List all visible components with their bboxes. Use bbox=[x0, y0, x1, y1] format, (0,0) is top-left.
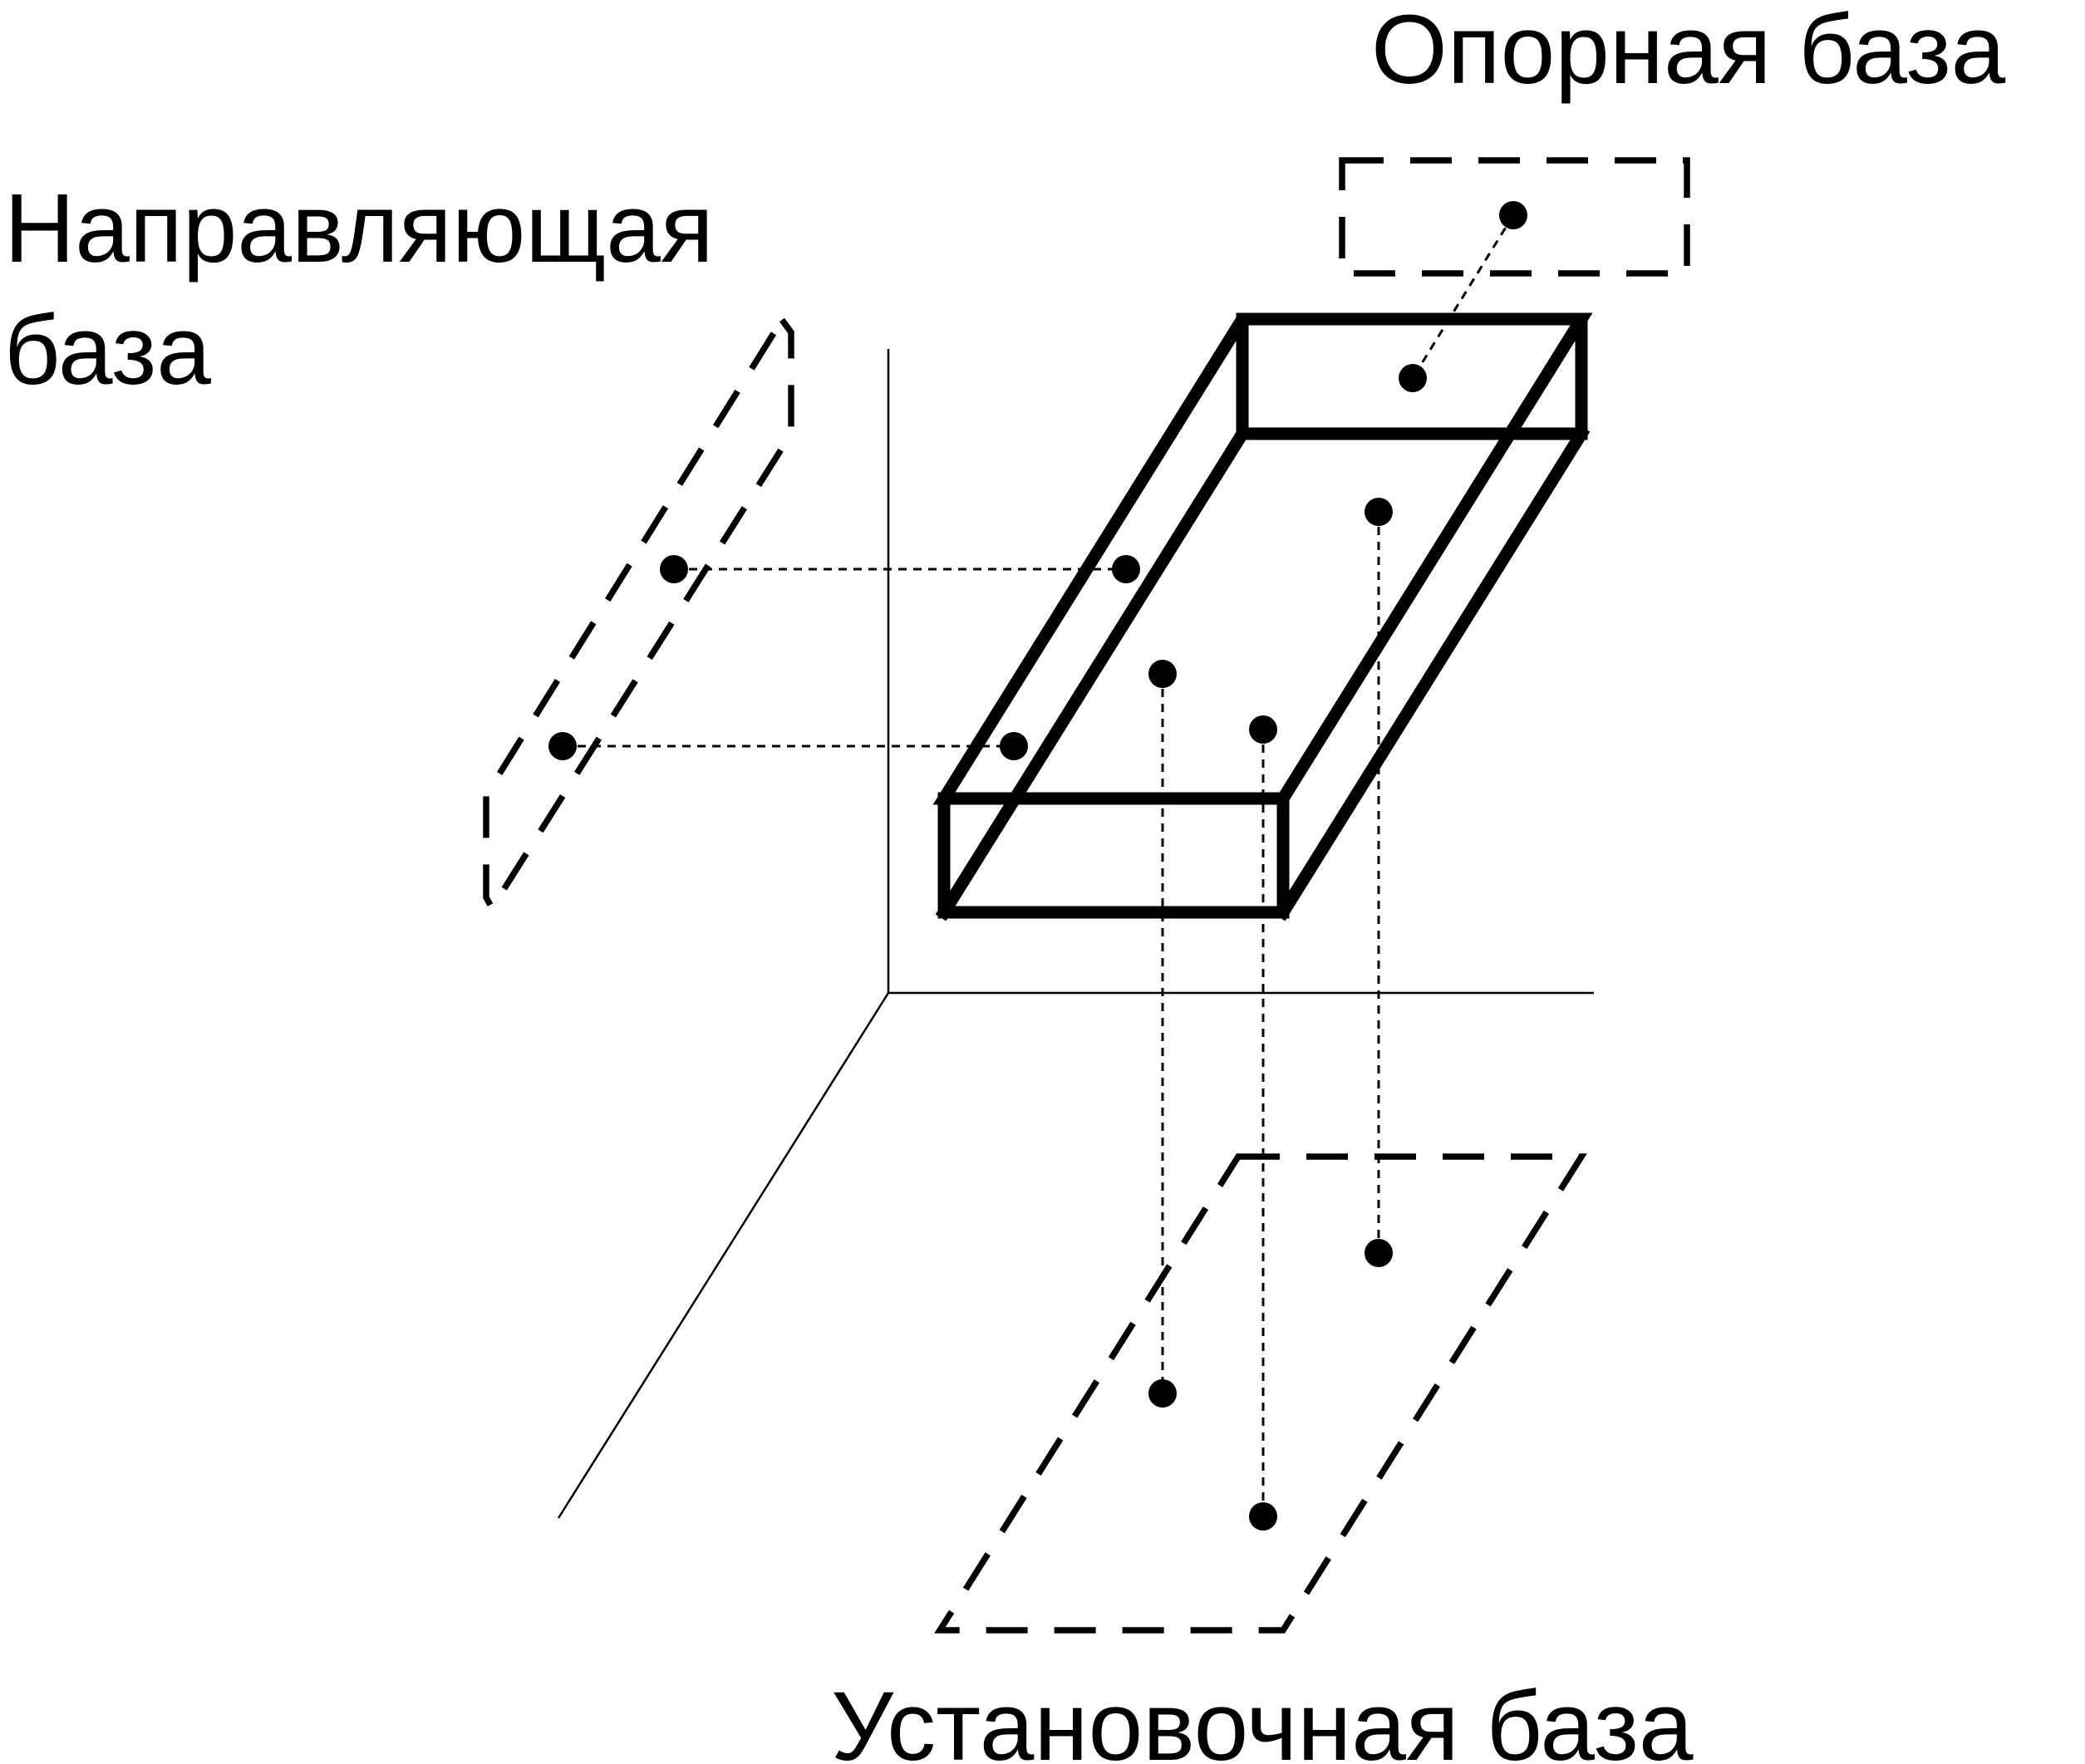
guide-base-plane bbox=[483, 314, 794, 915]
mounting-base-point bbox=[1249, 1502, 1277, 1531]
basing-points bbox=[548, 201, 1527, 1531]
reference-base-point bbox=[1499, 201, 1527, 229]
reference-base-plane bbox=[1339, 157, 1690, 277]
workpiece-edge bbox=[935, 425, 1251, 921]
workpiece-mounting-point bbox=[1365, 498, 1393, 526]
mounting-base-point bbox=[1365, 1239, 1393, 1267]
guide-base-point bbox=[548, 732, 577, 760]
projection-lines bbox=[563, 214, 1515, 1516]
depth-axis bbox=[557, 992, 890, 1519]
workpiece-guide-point bbox=[1112, 555, 1140, 583]
guide-base-point bbox=[660, 555, 688, 583]
workpiece-mounting-point bbox=[1249, 715, 1277, 744]
reference-projection-line bbox=[1411, 214, 1515, 379]
guide-base-label-line1: Направляющая bbox=[4, 174, 714, 283]
reference-base-label: Опорная база bbox=[1371, 0, 2006, 105]
mounting-base-label: Установочная база bbox=[831, 1672, 1694, 1764]
workpiece-mounting-point bbox=[1148, 660, 1177, 688]
coordinate-axes bbox=[557, 349, 1594, 1519]
guide-base-label-line2: база bbox=[4, 296, 211, 405]
workpiece-edge bbox=[1274, 425, 1591, 921]
mounting-base-point bbox=[1148, 1379, 1177, 1408]
workpiece-guide-point bbox=[1000, 732, 1028, 760]
mounting-base-plane bbox=[934, 1153, 1587, 1634]
workpiece-box bbox=[932, 312, 1593, 921]
workpiece-front-face bbox=[937, 792, 1290, 919]
workpiece-reference-point bbox=[1399, 364, 1427, 392]
